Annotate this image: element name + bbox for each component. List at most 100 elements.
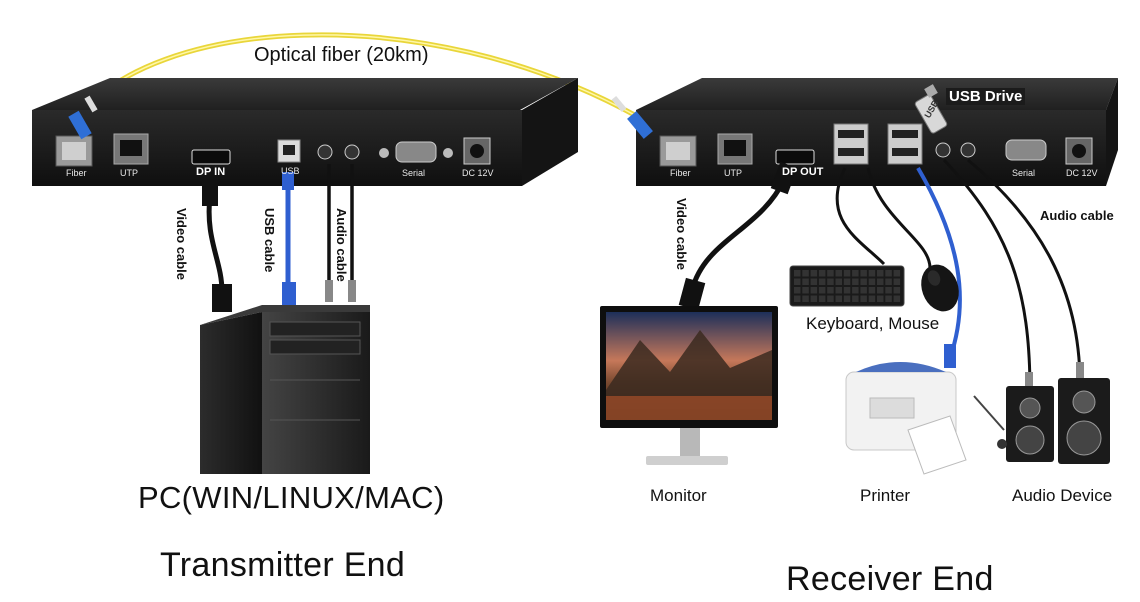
- keyboard-key: [893, 287, 901, 294]
- dp-out-port: [775, 149, 815, 165]
- audio-jack-tx-1: [317, 144, 333, 160]
- tx-port-utp: UTP: [120, 168, 138, 178]
- keyboard-key: [802, 278, 809, 285]
- fiber-connector-rx: [611, 95, 653, 139]
- rx-port-dp: DP OUT: [782, 166, 824, 178]
- tx-video-cable: [206, 195, 225, 293]
- keyboard-key: [835, 278, 842, 285]
- keyboard-key: [810, 295, 818, 302]
- rx-audio-cable-label: Audio cable: [1040, 208, 1114, 223]
- keyboard-key: [810, 270, 818, 277]
- keyboard-key: [877, 287, 884, 294]
- keyboard-key: [818, 287, 826, 294]
- rx-port-dc: DC 12V: [1066, 168, 1098, 178]
- tx-video-cable-label: Video cable: [174, 208, 189, 281]
- keyboard-key: [827, 270, 834, 277]
- keyboard-key: [843, 278, 851, 285]
- keyboard-key: [860, 278, 867, 285]
- keyboard-cable: [835, 167, 886, 266]
- transmitter-title: Transmitter End: [160, 546, 406, 584]
- keyboard-key: [818, 278, 826, 285]
- keyboard-key: [852, 287, 859, 294]
- pc-label: PC(WIN/LINUX/MAC): [138, 480, 445, 515]
- tx-port-serial: Serial: [402, 168, 426, 178]
- tx-audio-cable-label: Audio cable: [334, 208, 349, 282]
- rx-video-cable-label: Video cable: [674, 198, 689, 271]
- tx-port-fiber: Fiber: [66, 168, 87, 178]
- keyboard-key: [827, 287, 834, 294]
- keyboard-key: [893, 270, 901, 277]
- keyboard-key: [868, 287, 876, 294]
- keyboard-key: [843, 270, 851, 277]
- keyboard-key: [802, 287, 809, 294]
- keyboard-key: [860, 287, 867, 294]
- keyboard-key: [893, 278, 901, 285]
- audio-jack-tx-2: [344, 144, 360, 160]
- rx-port-fiber: Fiber: [670, 168, 691, 178]
- keyboard-key: [852, 278, 859, 285]
- keyboard-key: [852, 270, 859, 277]
- keyboard-key: [860, 295, 867, 302]
- keyboard-key: [843, 287, 851, 294]
- keyboard-icon: [789, 265, 905, 307]
- keyboard-key: [885, 278, 892, 285]
- tx-usb-cable-label: USB cable: [262, 208, 277, 273]
- keyboard-key: [818, 295, 826, 302]
- keyboard-key: [843, 295, 851, 302]
- receiver-chassis: [636, 78, 1118, 186]
- fiber-connector-tx: [68, 95, 98, 140]
- keyboard-key: [835, 270, 842, 277]
- audio-device-label: Audio Device: [1012, 486, 1113, 505]
- audio-jack-rx-1: [935, 142, 951, 158]
- keyboard-key: [794, 287, 801, 294]
- keyboard-key: [868, 295, 876, 302]
- printer-usb-cable: [916, 166, 962, 359]
- transmitter-chassis: [32, 78, 578, 186]
- printer-icon: [845, 362, 967, 475]
- usb-drive-label: USB Drive: [946, 88, 1026, 105]
- rx-port-utp: UTP: [724, 168, 742, 178]
- keyboard-key: [835, 287, 842, 294]
- dp-in-port: [191, 149, 231, 165]
- printer-label: Printer: [860, 486, 911, 505]
- audio-jack-rx-2: [960, 142, 976, 158]
- monitor-icon: [600, 306, 778, 465]
- pc-tower: [200, 305, 370, 474]
- keyboard-key: [868, 278, 876, 285]
- monitor-label: Monitor: [650, 486, 707, 505]
- mouse-icon: [921, 264, 959, 312]
- keyboard-key: [794, 295, 801, 302]
- rx-audio-cable-2: [967, 158, 1082, 385]
- keyboard-key: [827, 278, 834, 285]
- tx-port-dc: DC 12V: [462, 168, 494, 178]
- speakers-icon: [973, 378, 1110, 464]
- keyboard-key: [877, 278, 884, 285]
- usb-drive-icon: [914, 84, 948, 134]
- keyboard-key: [802, 295, 809, 302]
- tx-port-dp: DP IN: [196, 166, 226, 178]
- keyboard-key: [810, 278, 818, 285]
- keyboard-key: [794, 278, 801, 285]
- keyboard-key: [794, 270, 801, 277]
- rx-port-serial: Serial: [1012, 168, 1036, 178]
- rx-audio-cable-1: [942, 158, 1032, 393]
- keyboard-key: [885, 270, 892, 277]
- keyboard-key: [893, 295, 901, 302]
- keyboard-key: [885, 287, 892, 294]
- fiber-label: Optical fiber (20km): [254, 44, 429, 66]
- receiver-title: Receiver End: [786, 560, 994, 598]
- keyboard-key: [877, 295, 884, 302]
- keyboard-key: [810, 287, 818, 294]
- keyboard-key: [868, 270, 876, 277]
- keyboard-key: [802, 270, 809, 277]
- serial-port-rx: [1005, 139, 1047, 161]
- keyboard-key: [818, 270, 826, 277]
- mouse-cable: [866, 167, 932, 269]
- serial-port-tx: [395, 141, 437, 163]
- keyboard-key: [860, 270, 867, 277]
- keyboard-key: [835, 295, 842, 302]
- keyboard-key: [885, 295, 892, 302]
- keyboard-key: [827, 295, 834, 302]
- tx-audio-cable: [327, 164, 354, 294]
